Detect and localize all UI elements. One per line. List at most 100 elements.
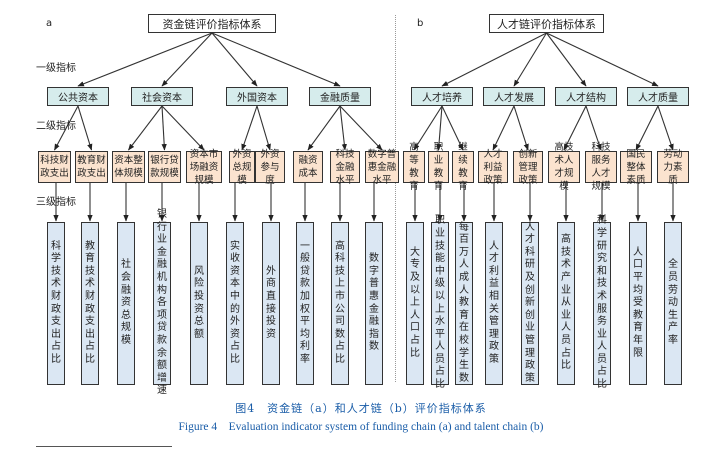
panel-b-level1-node-label: 人才质量 xyxy=(638,93,678,104)
panel-a-level2-node-label: 科技财政支出 xyxy=(40,155,69,179)
panel-b-root-to-level1-arrow xyxy=(513,32,547,87)
panel-a-level1-to-level2-arrow xyxy=(128,105,163,151)
panel-b-root-to-level1-arrow xyxy=(546,32,659,87)
panel-a-level2-node: 数字普惠金融水平 xyxy=(365,149,399,186)
panel-b-level2-node-label: 科技服务人才规模 xyxy=(591,142,611,192)
panel-b-level2-node: 高等教育 xyxy=(403,142,425,192)
panel-b-level3-node-label: 科学研究和技术服务业人员占比 xyxy=(597,215,607,391)
panel-a-level1-to-level2-arrow xyxy=(54,105,79,151)
panel-b-level1-to-level2-arrow xyxy=(413,105,443,151)
panel-a-level1-node: 金融质量 xyxy=(309,87,371,106)
panel-b-level1-node: 人才质量 xyxy=(627,87,689,106)
panel-a-level1-node: 外国资本 xyxy=(226,87,288,106)
panel-b-level3-node-label: 大专及以上人口占比 xyxy=(410,246,420,359)
panel-a-level2-node: 融资成本 xyxy=(293,151,323,183)
panel-a-level1-node-label: 金融质量 xyxy=(320,93,360,104)
panel-b-level2-node: 创新管理政策 xyxy=(513,149,543,186)
panel-b-level3-node-label: 每百万人成人教育在校学生数 xyxy=(459,221,469,384)
panel-b-level3-node-label: 人口平均受教育年限 xyxy=(633,246,643,359)
panel-b-level3-node: 科学研究和技术服务业人员占比 xyxy=(593,215,611,390)
panel-b-level1-node-label: 人才培养 xyxy=(422,93,462,104)
caption-chinese: 图4 资金链（a）和人才链（b）评价指标体系 xyxy=(235,402,487,415)
panel-a-level2-node: 资本整体规模 xyxy=(112,151,145,183)
footnote-rule xyxy=(36,446,172,447)
panel-a-level1-to-level2-arrow xyxy=(77,105,93,151)
panel-a-level1-to-level2-arrow xyxy=(339,105,347,151)
panel-a-level3-node: 高科技上市公司数占比 xyxy=(331,222,349,385)
panel-a-level1-to-level2-arrow xyxy=(241,105,258,151)
panel-b-level2-node: 人才利益政策 xyxy=(478,149,508,186)
panel-b-level2-node-label: 国民整体素质 xyxy=(626,148,646,186)
panel-a-root-to-level1-arrow xyxy=(77,32,213,87)
panel-a-level3-node: 外商直接投资 xyxy=(262,222,280,385)
panel-a-level2-node: 外资参与度 xyxy=(255,149,285,186)
panel-b-level2-node-label: 继续教育 xyxy=(458,142,468,192)
panel-b-level1-to-level2-arrow xyxy=(563,105,587,151)
panel-a-level2-node: 银行贷款规模 xyxy=(148,151,181,183)
panel-a-level1-to-level2-arrow xyxy=(161,105,167,151)
panel-a-level1-node-label: 社会资本 xyxy=(142,93,182,104)
panel-a-root-to-level1-arrow xyxy=(211,32,341,87)
panel-a-level3-node-label: 银行业金融机构各项贷款余额增速 xyxy=(157,209,167,397)
panel-a-level1-node: 公共资本 xyxy=(47,87,109,106)
panel-b-level2-node-label: 劳动力素质 xyxy=(663,148,683,186)
panel-b-level3-node-label: 职业技能中级以上水平人员占比 xyxy=(435,215,445,391)
panel-a-level2-node-label: 科技金融水平 xyxy=(335,148,355,186)
level2-label: 二级指标 xyxy=(36,121,76,132)
panel-b-level1-to-level2-arrow xyxy=(436,105,443,151)
panel-b-level3-node-label: 人才利益相关管理政策 xyxy=(489,240,499,365)
panel-b-level2-node: 科技服务人才规模 xyxy=(585,142,617,192)
panel-b-level3-node: 人才科研及创新创业管理政策 xyxy=(521,222,539,385)
panel-a-level2-node-label: 外资参与度 xyxy=(260,148,280,186)
panel-a-level3-node: 社会融资总规模 xyxy=(117,222,135,385)
panel-a-level3-node: 风险投资总额 xyxy=(190,222,208,385)
panel-a-level3-node: 实收资本中的外资占比 xyxy=(226,222,244,385)
panel-a-level1-node-label: 外国资本 xyxy=(237,93,277,104)
panel-a-level2-node: 资本市场融资规模 xyxy=(186,149,222,186)
panel-a-level2-node-label: 资本市场融资规模 xyxy=(189,148,219,186)
panel-a-level3-node-label: 数字普惠金融指数 xyxy=(369,253,379,353)
panel-b-level3-node: 大专及以上人口占比 xyxy=(406,222,424,385)
panel-a-level2-node: 外资总规模 xyxy=(229,149,255,186)
panel-a-level2-node-label: 融资成本 xyxy=(298,155,318,179)
panel-a-level3-node: 科学技术财政支出占比 xyxy=(47,222,65,385)
panel-b-level2-node: 职业教育 xyxy=(428,142,449,192)
panel-b-root-node: 人才链评价指标体系 xyxy=(489,14,604,33)
panel-a-level3-node-label: 风险投资总额 xyxy=(194,265,204,340)
panel-a-level3-node-label: 一般贷款加权平均利率 xyxy=(300,240,310,365)
panel-a-root-node: 资金链评价指标体系 xyxy=(148,14,276,33)
panel-a-level3-node-label: 科学技术财政支出占比 xyxy=(51,240,61,365)
panel-b-level2-node-label: 创新管理政策 xyxy=(518,148,538,186)
panel-b-level2-node-label: 人才利益政策 xyxy=(483,148,503,186)
panel-b-level3-node: 职业技能中级以上水平人员占比 xyxy=(431,215,449,390)
panel-b-level2-node-label: 高等教育 xyxy=(409,142,419,192)
panel-b-level1-to-level2-arrow xyxy=(441,105,464,151)
panel-a-root-to-level1-arrow xyxy=(161,32,213,87)
panel-b-level3-node: 高技术产业从业人员占比 xyxy=(557,222,575,385)
panel-b-root-to-level1-arrow xyxy=(441,32,547,87)
panel-b-level2-node: 国民整体素质 xyxy=(620,149,652,186)
panel-a-level2-node-label: 教育财政支出 xyxy=(77,155,106,179)
panel-b-level2-node-label: 高技术人才规模 xyxy=(554,142,574,192)
panel-a-level2-node: 教育财政支出 xyxy=(75,151,108,183)
panel-a-level1-to-level2-arrow xyxy=(307,105,341,151)
panel-b-level2-node: 高技术人才规模 xyxy=(548,142,580,192)
panel-a-level2-node: 科技财政支出 xyxy=(38,151,71,183)
panel-a-level3-node-label: 高科技上市公司数占比 xyxy=(335,240,345,365)
panel-b-level1-to-level2-arrow xyxy=(635,105,659,151)
panel-b-level3-node-label: 高技术产业从业人员占比 xyxy=(561,234,571,372)
panel-a-level2-node-label: 数字普惠金融水平 xyxy=(367,148,397,186)
panel-a-level3-node-label: 教育技术财政支出占比 xyxy=(85,240,95,365)
panel-a-level3-node: 一般贷款加权平均利率 xyxy=(296,222,314,385)
panel-b-level1-node: 人才结构 xyxy=(555,87,617,106)
panel-a-level2-node: 科技金融水平 xyxy=(330,149,360,186)
panel-b-level1-node-label: 人才发展 xyxy=(494,93,534,104)
panel-a-level1-to-level2-arrow xyxy=(339,105,383,151)
panel-a-tag: a xyxy=(46,18,53,29)
panel-a-level3-node: 教育技术财政支出占比 xyxy=(81,222,99,385)
panel-a-root-to-level1-arrow xyxy=(211,32,258,87)
panel-b-level1-to-level2-arrow xyxy=(492,105,515,151)
panel-a-level3-node: 银行业金融机构各项贷款余额增速 xyxy=(153,209,171,396)
